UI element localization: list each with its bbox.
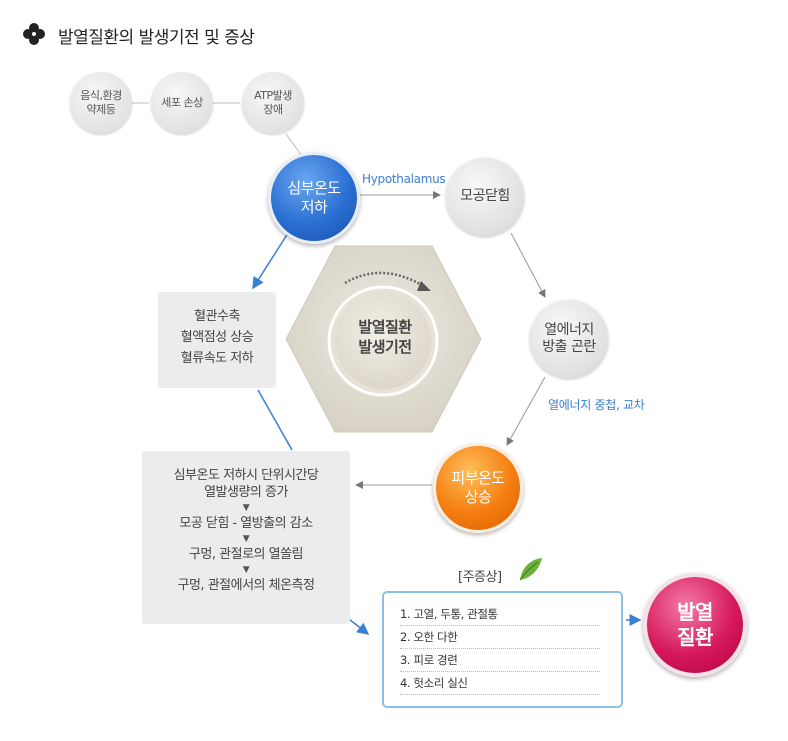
hypothalamus-label: Hypothalamus bbox=[362, 172, 446, 186]
fever-disease-node: 발열 질환 bbox=[643, 573, 747, 677]
process-box: 심부온도 저하시 단위시간당 열발생량의 증가 ▼ 모공 닫힘 - 열방출의 감… bbox=[142, 451, 350, 624]
heat-release-node: 열에너지 방출 곤란 bbox=[530, 300, 608, 378]
process-step: 모공 닫힘 - 열방출의 감소 bbox=[179, 516, 313, 531]
symptom-item: 2. 오한 다한 bbox=[400, 629, 600, 649]
clover-icon bbox=[23, 23, 45, 45]
vascular-item: 혈류속도 저하 bbox=[180, 351, 254, 366]
main-symptoms-label: [주증상] bbox=[458, 570, 502, 585]
process-step: 구멍, 관절로의 열쏠림 bbox=[188, 547, 304, 562]
core-temp-drop-node: 심부온도 저하 bbox=[268, 152, 360, 244]
cause-atp-disorder: ATP발생 장애 bbox=[242, 72, 304, 134]
vascular-effects-box: 혈관수축 혈액점성 상승 혈류속도 저하 bbox=[158, 292, 276, 388]
process-step: 구멍, 관절에서의 체온측정 bbox=[177, 578, 315, 593]
down-arrow-icon: ▼ bbox=[242, 565, 250, 575]
cause-food-environment: 음식,환경 약제등 bbox=[70, 72, 132, 134]
symptom-item: 4. 헛소리 실신 bbox=[400, 675, 600, 695]
vascular-item: 혈액점성 상승 bbox=[180, 330, 254, 345]
process-step: 열발생량의 증가 bbox=[204, 485, 288, 500]
center-label: 발열질환 발생기전 bbox=[358, 318, 412, 356]
leaf-icon bbox=[519, 558, 542, 581]
heat-accumulation-label: 열에너지 중첩, 교차 bbox=[548, 398, 645, 412]
page-title: 발열질환의 발생기전 및 증상 bbox=[58, 28, 255, 48]
down-arrow-icon: ▼ bbox=[242, 534, 250, 544]
process-step: 심부온도 저하시 단위시간당 bbox=[173, 468, 319, 483]
cause-cell-damage: 세포 손상 bbox=[151, 72, 213, 134]
symptom-item: 3. 피로 경련 bbox=[400, 652, 600, 672]
center-hexagon bbox=[285, 245, 482, 433]
pore-closing-node: 모공닫힘 bbox=[446, 158, 524, 236]
vascular-item: 혈관수축 bbox=[194, 309, 240, 324]
down-arrow-icon: ▼ bbox=[242, 503, 250, 513]
symptom-item: 1. 고열, 두통, 관절통 bbox=[400, 606, 600, 626]
skin-temp-rise-node: 피부온도 상승 bbox=[433, 443, 523, 533]
symptoms-box: 1. 고열, 두통, 관절통 2. 오한 다한 3. 피로 경련 4. 헛소리 … bbox=[382, 591, 623, 708]
